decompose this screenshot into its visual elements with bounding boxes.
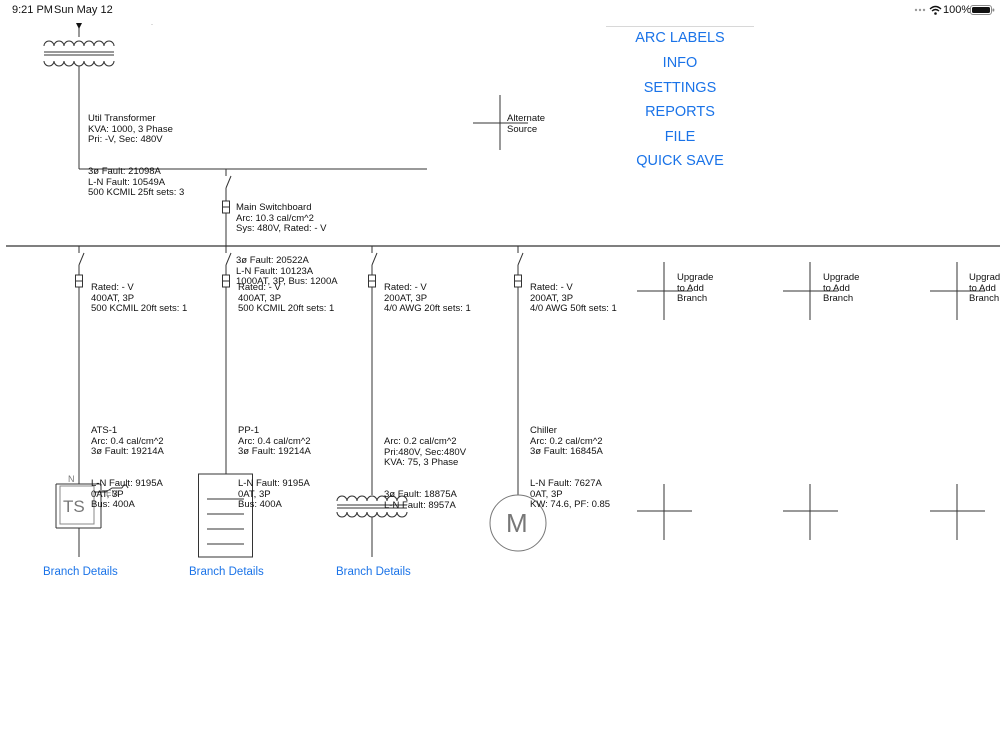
menu-quick-save[interactable]: QUICK SAVE (636, 153, 724, 169)
empty-slot-5[interactable] (637, 484, 692, 540)
upgrade-branch-7[interactable] (930, 262, 985, 320)
branch-breaker-1[interactable] (75, 246, 85, 484)
upgrade-branch-5[interactable] (637, 262, 692, 320)
branch-details-link-3[interactable]: Branch Details (336, 566, 411, 578)
dots-icon (914, 8, 918, 12)
branch-details-link-2[interactable]: Branch Details (189, 566, 264, 578)
empty-slot-6[interactable] (783, 484, 838, 540)
menu-settings[interactable]: SETTINGS (643, 80, 717, 96)
menu-top-divider (606, 26, 754, 27)
menu-reports[interactable]: REPORTS (645, 104, 715, 120)
ts-symbol-label: TS (63, 497, 85, 516)
battery-percent: 100% (943, 4, 972, 16)
branch-transformer-symbol[interactable] (336, 495, 408, 557)
ts-normal-label: N (68, 474, 75, 484)
motor-label: M (506, 508, 528, 538)
branch-breaker-4[interactable] (514, 246, 524, 495)
empty-slot-7[interactable] (930, 484, 985, 540)
menu-info[interactable]: INFO (662, 55, 698, 71)
source-arrow-icon (76, 23, 82, 29)
status-time: 9:21 PM (12, 4, 53, 16)
main-breaker-symbol[interactable] (222, 169, 232, 246)
branch-breaker-3[interactable] (368, 246, 378, 495)
panel-symbol[interactable] (198, 473, 253, 558)
upgrade-branch-6[interactable] (783, 262, 838, 320)
battery-icon (970, 5, 995, 15)
branch-breaker-2[interactable] (222, 246, 232, 474)
status-date: Sun May 12 (54, 4, 113, 16)
menu-file[interactable]: FILE (664, 129, 696, 145)
branch-details-link-1[interactable]: Branch Details (43, 566, 118, 578)
alternate-source-symbol[interactable] (473, 95, 528, 150)
menu-arc-labels[interactable]: ARC LABELS (635, 30, 725, 46)
ts-emergency-label: EM (106, 489, 118, 498)
motor-symbol[interactable] (489, 494, 547, 552)
transfer-switch-symbol[interactable] (55, 483, 129, 557)
wifi-icon (929, 5, 942, 15)
status-icons (914, 5, 942, 15)
